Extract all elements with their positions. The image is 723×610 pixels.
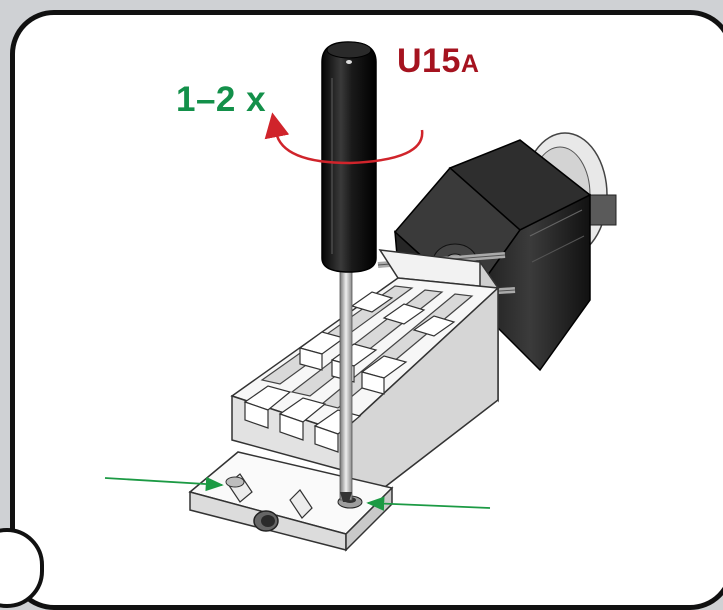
part-code: U15 [397, 42, 461, 80]
turns-label: 1–2 x [176, 80, 267, 119]
arrow-icon [104, 476, 224, 492]
circular-arrow-icon [264, 112, 424, 165]
linear-slide [188, 277, 500, 552]
assembly-illustration [104, 41, 617, 552]
part-suffix: A [460, 50, 480, 78]
arrow-icon [366, 496, 491, 511]
screwdriver [321, 41, 377, 502]
part-label: U15A [397, 42, 479, 81]
